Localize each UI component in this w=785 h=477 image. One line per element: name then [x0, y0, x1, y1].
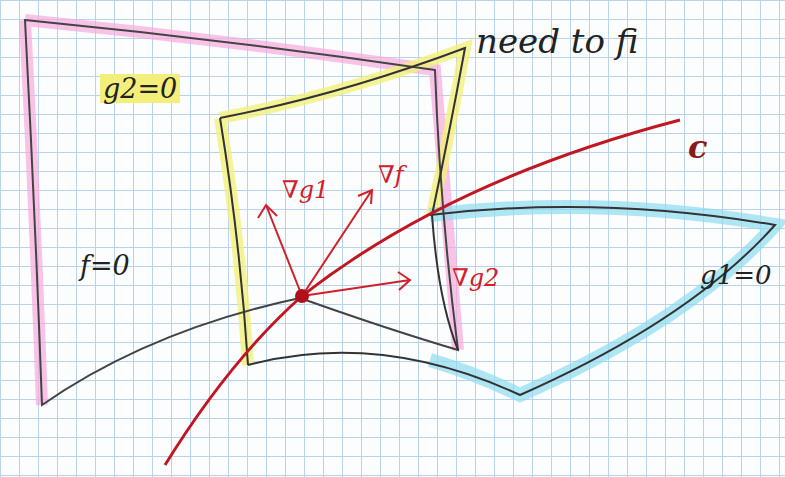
yellow-highlight — [220, 48, 465, 365]
g1-surface — [248, 207, 775, 395]
surface-label: f=0 — [80, 252, 130, 279]
g2-surface — [220, 48, 465, 365]
surface-label: g2=0 — [100, 74, 180, 103]
curve-label: c — [688, 131, 707, 163]
vector-label: ∇g1 — [282, 178, 329, 202]
note-text: need to fi — [476, 24, 638, 58]
point — [295, 289, 309, 303]
vector-label: ∇f — [378, 163, 404, 187]
blue-highlight — [430, 207, 775, 395]
gradient-vectors — [258, 190, 410, 296]
vector-label: ∇g2 — [452, 266, 499, 290]
f-surface — [25, 20, 458, 405]
curve-c — [165, 120, 680, 465]
surface-label: g1=0 — [700, 262, 772, 288]
